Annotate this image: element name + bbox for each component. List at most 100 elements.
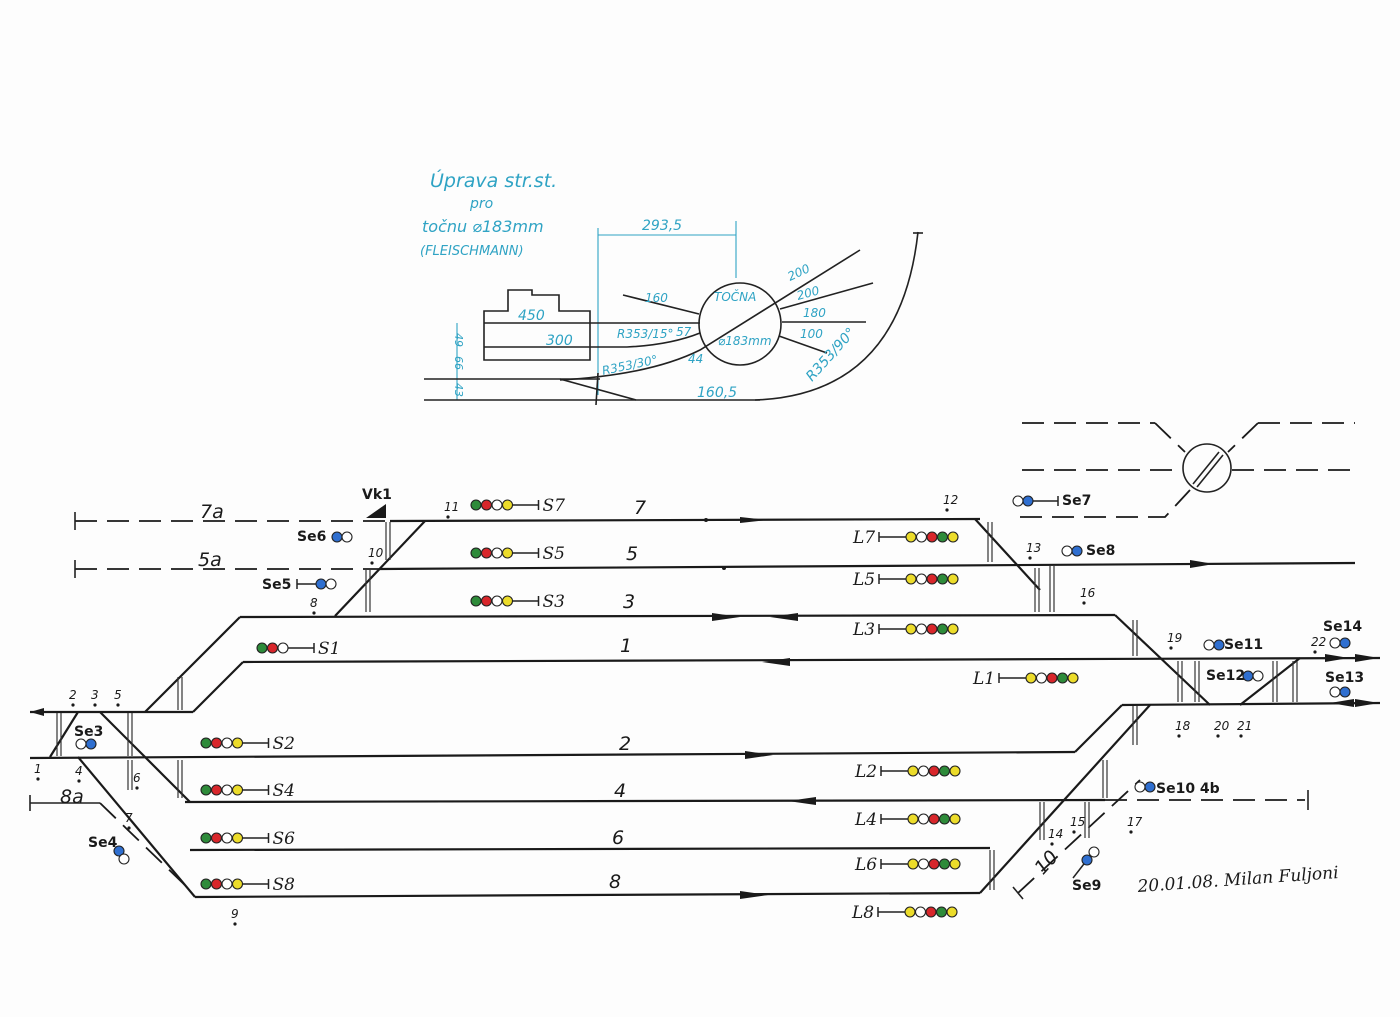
signal-label: Se12	[1206, 668, 1245, 684]
switch-dot	[1169, 646, 1173, 650]
shunt-signal-se5[interactable]: Se5	[262, 577, 337, 593]
signal-label: Se14	[1323, 619, 1362, 635]
lamp-blue	[1339, 686, 1351, 698]
sketch-title: Úprava str.st.	[430, 168, 557, 192]
lamp-yellow	[231, 784, 244, 796]
signal-label: L6	[854, 855, 877, 875]
curve-len-44: 44	[688, 352, 703, 366]
shunt-signal-se12[interactable]: Se12	[1206, 668, 1264, 684]
signals: S7S5S3S1S2S4S6S8L7L5L3L1L2L4L6L8Se3Se4Se…	[74, 493, 1364, 923]
signal-label: Se4	[88, 835, 118, 851]
switch-dot	[116, 703, 120, 707]
lamp-green	[256, 642, 268, 654]
shunt-signal-se10-4b[interactable]: Se10 4b	[1134, 781, 1220, 797]
lamp-green	[470, 499, 482, 511]
sketch-subtitle-3: (FLEISCHMANN)	[420, 244, 524, 259]
lamp-blue	[113, 845, 125, 857]
spacing-43: 43	[452, 383, 465, 397]
switch-number-15: 15	[1070, 815, 1085, 829]
lamp-blue	[331, 531, 343, 543]
switch-dot	[135, 786, 139, 790]
shunt-signal-se3[interactable]: Se3	[74, 724, 103, 750]
lamp-white	[917, 813, 930, 825]
switch-dot	[1216, 734, 1220, 738]
lamp-yellow	[231, 737, 244, 749]
lamp-green	[200, 878, 212, 890]
main-signal-l3[interactable]: L3	[852, 620, 959, 640]
main-signal-l4[interactable]: L4	[854, 810, 961, 830]
main-signal-s1[interactable]: S1	[256, 639, 340, 659]
track-8a-label: 8a	[60, 786, 84, 808]
lamp-white	[915, 623, 928, 635]
main-signal-s7[interactable]: S7	[470, 496, 566, 516]
main-signal-l2[interactable]: L2	[854, 762, 961, 782]
station-tracks: Vk1	[29, 422, 1381, 900]
lamp-white	[221, 832, 233, 844]
switch-number-11: 11	[444, 500, 459, 514]
main-signal-l5[interactable]: L5	[852, 570, 959, 590]
main-signal-l6[interactable]: L6	[854, 855, 961, 875]
dim-bottom: 160,5	[697, 385, 737, 401]
switch-dot	[36, 777, 40, 781]
main-signal-s2[interactable]: S2	[200, 734, 295, 754]
lamp-red	[266, 642, 279, 654]
lamp-red	[480, 595, 493, 607]
switch-dot	[1050, 842, 1054, 846]
track-10-label: 10	[1030, 846, 1063, 879]
lamp-green	[1056, 672, 1069, 684]
signal-label: Se9	[1072, 878, 1101, 894]
shunt-signal-se6[interactable]: Se6	[297, 529, 353, 545]
switch-number-8: 8	[310, 596, 318, 610]
main-signal-s4[interactable]: S4	[200, 781, 295, 801]
shunt-signal-se8[interactable]: Se8	[1061, 543, 1115, 559]
lamp-yellow	[907, 765, 919, 777]
lamp-red	[480, 547, 493, 559]
shunt-signal-se14[interactable]: Se14	[1323, 619, 1362, 649]
lamp-green	[470, 595, 482, 607]
main-signal-l1[interactable]: L1	[972, 669, 1079, 689]
shunt-signal-se9[interactable]: Se9	[1072, 846, 1101, 894]
lamp-white	[491, 595, 503, 607]
track-numbers: 7a 5a 8a 7 5 3 1 2 4 6 8 10	[60, 497, 1063, 893]
main-signal-s5[interactable]: S5	[470, 544, 565, 564]
lamp-yellow	[907, 813, 919, 825]
curve-len-57: 57	[676, 325, 692, 339]
shunt-signal-se13[interactable]: Se13	[1325, 670, 1364, 698]
lamp-white	[1061, 545, 1073, 557]
lamp-red	[210, 832, 223, 844]
lamp-green	[936, 573, 949, 585]
lamp-yellow	[904, 906, 916, 918]
main-signal-s3[interactable]: S3	[470, 592, 565, 612]
track-6-label: 6	[612, 827, 624, 849]
lamp-green	[470, 547, 482, 559]
lamp-green	[935, 906, 948, 918]
track-7a-label: 7a	[200, 501, 224, 523]
switch-number-2: 2	[69, 688, 77, 702]
lamp-blue	[1022, 495, 1034, 507]
signal-label: S5	[543, 544, 565, 564]
lamp-yellow	[949, 813, 961, 825]
switch-dot	[1082, 601, 1086, 605]
main-signal-s6[interactable]: S6	[200, 829, 295, 849]
lamp-blue	[1081, 854, 1093, 866]
main-signal-s8[interactable]: S8	[200, 875, 295, 895]
signal-label: L3	[852, 620, 875, 640]
main-signal-l7[interactable]: L7	[852, 528, 959, 548]
switch-number-20: 20	[1214, 719, 1230, 733]
main-signal-l8[interactable]: L8	[851, 903, 958, 923]
switch-number-6: 6	[133, 771, 141, 785]
lamp-red	[210, 878, 223, 890]
vk1-label: Vk1	[362, 487, 392, 503]
switch-number-21: 21	[1237, 719, 1252, 733]
shunt-signal-se11[interactable]: Se11	[1203, 637, 1263, 653]
lamp-green	[938, 858, 951, 870]
lamp-yellow	[905, 573, 917, 585]
switch-number-4: 4	[75, 764, 83, 778]
signal-label: S7	[543, 496, 566, 516]
shunt-signal-se4[interactable]: Se4	[88, 835, 130, 865]
lamp-blue	[1144, 781, 1156, 793]
lamp-yellow	[501, 499, 514, 511]
lamp-white	[1088, 846, 1100, 858]
shunt-signal-se7[interactable]: Se7	[1012, 493, 1091, 509]
lamp-red	[925, 906, 937, 918]
